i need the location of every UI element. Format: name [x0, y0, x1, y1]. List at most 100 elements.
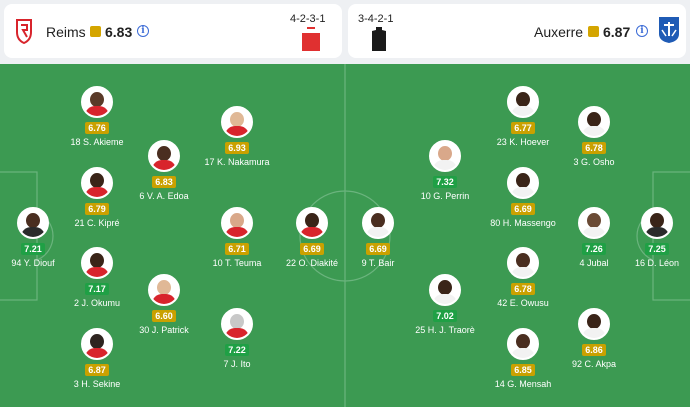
- rating-square-icon: [90, 26, 101, 37]
- home-team-rating: 6.83: [105, 24, 133, 40]
- player-rating: 7.32: [433, 176, 457, 188]
- avatar: [17, 207, 49, 239]
- player-name: 25 H. J. Traorè: [415, 325, 475, 335]
- avatar: [507, 86, 539, 118]
- reims-logo-icon: [16, 19, 32, 44]
- player-patrick[interactable]: 6.60 30 J. Patrick: [124, 274, 204, 335]
- player-name: 10 T. Teuma: [212, 258, 262, 268]
- player-name: 30 J. Patrick: [139, 325, 189, 335]
- away-team-card[interactable]: 3-4-2-1 Auxerre 6.87 i: [348, 4, 686, 58]
- player-hoever[interactable]: 6.77 23 K. Hoever: [483, 86, 563, 147]
- player-rating: 6.69: [511, 203, 535, 215]
- player-diakite[interactable]: 6.69 22 O. Diakité: [272, 207, 352, 268]
- player-name: 6 V. A. Edoa: [139, 191, 189, 201]
- player-rating: 6.83: [152, 176, 176, 188]
- player-name: 7 J. Ito: [223, 359, 251, 369]
- away-team-name: Auxerre: [534, 24, 584, 40]
- avatar: [429, 274, 461, 306]
- player-rating: 6.79: [85, 203, 109, 215]
- avatar: [507, 167, 539, 199]
- player-teuma[interactable]: 6.71 10 T. Teuma: [197, 207, 277, 268]
- avatar: [578, 308, 610, 340]
- player-kipre[interactable]: 6.79 21 C. Kipré: [57, 167, 137, 228]
- player-rating: 7.25: [645, 243, 669, 255]
- player-owusu[interactable]: 6.78 42 E. Owusu: [483, 247, 563, 308]
- home-shirt-icon: [302, 27, 320, 51]
- player-name: 94 Y. Diouf: [11, 258, 55, 268]
- avatar: [507, 247, 539, 279]
- player-name: 3 H. Sekine: [73, 379, 121, 389]
- player-okumu[interactable]: 7.17 2 J. Okumu: [57, 247, 137, 308]
- player-name: 10 G. Perrin: [420, 191, 470, 201]
- player-rating: 6.77: [511, 122, 535, 134]
- avatar: [362, 207, 394, 239]
- player-rating: 7.21: [21, 243, 45, 255]
- player-name: 9 T. Bair: [361, 258, 395, 268]
- player-akieme[interactable]: 6.76 18 S. Akieme: [57, 86, 137, 147]
- avatar: [81, 328, 113, 360]
- player-name: 92 C. Akpa: [571, 359, 617, 369]
- player-rating: 7.26: [582, 243, 606, 255]
- away-shirt-icon: [372, 27, 386, 51]
- player-name: 2 J. Okumu: [73, 298, 120, 308]
- player-rating: 6.69: [366, 243, 390, 255]
- player-leon[interactable]: 7.25 16 D. Léon: [617, 207, 690, 268]
- player-name: 4 Jubal: [579, 258, 609, 268]
- player-rating: 6.78: [582, 142, 606, 154]
- avatar: [81, 86, 113, 118]
- avatar: [221, 106, 253, 138]
- player-rating: 7.17: [85, 283, 109, 295]
- pitch: 6.76 18 S. Akieme 6.93 17 K. Nakamura 6.…: [0, 64, 690, 407]
- player-rating: 6.69: [300, 243, 324, 255]
- player-name: 16 D. Léon: [634, 258, 680, 268]
- player-name: 14 G. Mensah: [494, 379, 552, 389]
- avatar: [221, 207, 253, 239]
- player-perrin[interactable]: 7.32 10 G. Perrin: [405, 140, 485, 201]
- info-icon[interactable]: i: [137, 25, 149, 37]
- player-jubal[interactable]: 7.26 4 Jubal: [554, 207, 634, 268]
- player-massengo[interactable]: 6.69 80 H. Massengo: [483, 167, 563, 228]
- avatar: [296, 207, 328, 239]
- player-name: 17 K. Nakamura: [204, 157, 270, 167]
- player-rating: 7.22: [225, 344, 249, 356]
- player-bair[interactable]: 6.69 9 T. Bair: [338, 207, 418, 268]
- player-rating: 6.60: [152, 310, 176, 322]
- avatar: [148, 140, 180, 172]
- player-edoa[interactable]: 6.83 6 V. A. Edoa: [124, 140, 204, 201]
- player-name: 42 E. Owusu: [497, 298, 549, 308]
- avatar: [81, 167, 113, 199]
- player-traore[interactable]: 7.02 25 H. J. Traorè: [405, 274, 485, 335]
- auxerre-logo-icon: [659, 17, 679, 43]
- avatar: [429, 140, 461, 172]
- away-team-rating: 6.87: [603, 24, 631, 40]
- player-name: 23 K. Hoever: [496, 137, 550, 147]
- avatar: [507, 328, 539, 360]
- player-ito[interactable]: 7.22 7 J. Ito: [197, 308, 277, 369]
- player-diouf[interactable]: 7.21 94 Y. Diouf: [0, 207, 73, 268]
- avatar: [221, 308, 253, 340]
- home-team-card[interactable]: Reims 6.83 i 4-2-3-1: [4, 4, 342, 58]
- player-rating: 6.86: [582, 344, 606, 356]
- avatar: [148, 274, 180, 306]
- home-team-name: Reims: [46, 24, 86, 40]
- player-name: 3 G. Osho: [573, 157, 615, 167]
- player-sekine[interactable]: 6.87 3 H. Sekine: [57, 328, 137, 389]
- player-rating: 6.76: [85, 122, 109, 134]
- player-rating: 6.93: [225, 142, 249, 154]
- player-name: 80 H. Massengo: [490, 218, 556, 228]
- player-rating: 6.85: [511, 364, 535, 376]
- rating-square-icon: [588, 26, 599, 37]
- player-akpa[interactable]: 6.86 92 C. Akpa: [554, 308, 634, 369]
- player-nakamura[interactable]: 6.93 17 K. Nakamura: [197, 106, 277, 167]
- home-formation: 4-2-3-1: [290, 13, 326, 25]
- player-rating: 6.87: [85, 364, 109, 376]
- player-name: 22 O. Diakité: [285, 258, 339, 268]
- avatar: [641, 207, 673, 239]
- avatar: [81, 247, 113, 279]
- away-formation: 3-4-2-1: [358, 13, 394, 25]
- info-icon[interactable]: i: [636, 25, 648, 37]
- player-name: 21 C. Kipré: [74, 218, 120, 228]
- player-mensah[interactable]: 6.85 14 G. Mensah: [483, 328, 563, 389]
- player-rating: 6.71: [225, 243, 249, 255]
- player-osho[interactable]: 6.78 3 G. Osho: [554, 106, 634, 167]
